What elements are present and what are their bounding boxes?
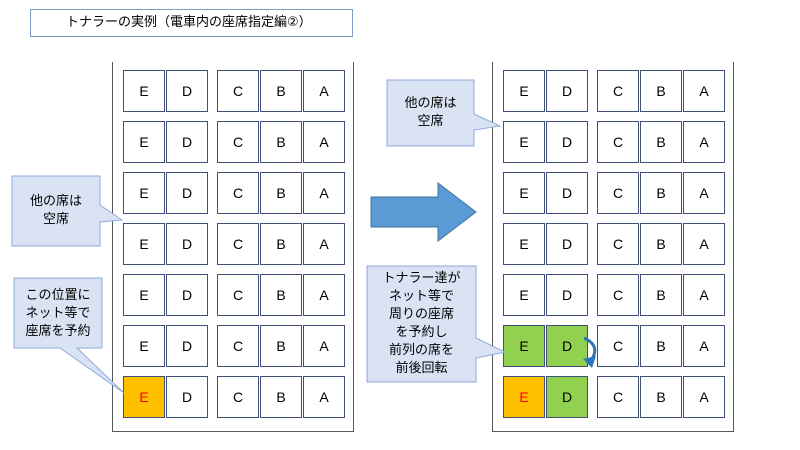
seat-d: D xyxy=(546,70,588,112)
seat-d: D xyxy=(546,325,588,367)
seat-b: B xyxy=(640,121,682,163)
seat-a: A xyxy=(683,376,725,418)
seat-d: D xyxy=(546,223,588,265)
transition-arrow-icon xyxy=(370,181,477,243)
seat-b: B xyxy=(260,121,302,163)
seat-d: D xyxy=(166,70,208,112)
left-train-car xyxy=(112,62,354,432)
callout-right-other-label: 他の席は 空席 xyxy=(404,96,457,129)
seat-c: C xyxy=(597,121,639,163)
seat-d: D xyxy=(166,172,208,214)
seat-c: C xyxy=(217,172,259,214)
seat-c: C xyxy=(597,172,639,214)
seat-a: A xyxy=(303,274,345,316)
seat-d: D xyxy=(166,274,208,316)
seat-a: A xyxy=(683,172,725,214)
seat-b: B xyxy=(640,172,682,214)
seat-e: E xyxy=(123,274,165,316)
seat-b: B xyxy=(640,70,682,112)
callout-right-other-text: 他の席は 空席 xyxy=(387,95,474,131)
seat-e: E xyxy=(123,172,165,214)
seat-e: E xyxy=(123,325,165,367)
seat-d: D xyxy=(546,274,588,316)
seat-c: C xyxy=(597,325,639,367)
seat-e: E xyxy=(503,121,545,163)
seat-e: E xyxy=(503,274,545,316)
callout-left-other-label: 他の席は 空席 xyxy=(29,194,82,227)
callout-left-reserved-label: この位置に ネット等で 座席を予約 xyxy=(25,288,91,339)
seat-d: D xyxy=(166,223,208,265)
callout-right-tonara-text: トナラー達が ネット等で 周りの座席 を予約し 前列の席を 前後回転 xyxy=(367,270,476,378)
seat-c: C xyxy=(597,223,639,265)
seat-d: D xyxy=(166,121,208,163)
seat-a: A xyxy=(683,223,725,265)
seat-b: B xyxy=(260,376,302,418)
seat-b: B xyxy=(640,325,682,367)
seat-b: B xyxy=(260,223,302,265)
seat-a: A xyxy=(683,274,725,316)
seat-c: C xyxy=(217,274,259,316)
callout-left-reserved-text: この位置に ネット等で 座席を予約 xyxy=(14,287,102,341)
seat-d: D xyxy=(166,376,208,418)
seat-c: C xyxy=(217,121,259,163)
seat-c: C xyxy=(217,70,259,112)
page-title-text: トナラーの実例（電車内の座席指定編②） xyxy=(66,15,312,30)
seat-a: A xyxy=(683,121,725,163)
seat-a: A xyxy=(303,325,345,367)
seat-a: A xyxy=(303,172,345,214)
seat-c: C xyxy=(217,376,259,418)
seat-c: C xyxy=(217,325,259,367)
seat-a: A xyxy=(303,376,345,418)
page-title: トナラーの実例（電車内の座席指定編②） xyxy=(30,9,353,37)
seat-a: A xyxy=(683,70,725,112)
seat-b: B xyxy=(260,172,302,214)
seat-a: A xyxy=(303,223,345,265)
seat-c: C xyxy=(597,70,639,112)
seat-e: E xyxy=(503,376,545,418)
seat-e: E xyxy=(503,223,545,265)
seat-d: D xyxy=(546,172,588,214)
seat-b: B xyxy=(640,223,682,265)
right-train-car xyxy=(492,62,734,432)
seat-e: E xyxy=(503,70,545,112)
callout-left-other-text: 他の席は 空席 xyxy=(12,193,100,229)
seat-e: E xyxy=(123,121,165,163)
seat-e: E xyxy=(123,70,165,112)
seat-d: D xyxy=(546,121,588,163)
seat-a: A xyxy=(303,70,345,112)
seat-a: A xyxy=(683,325,725,367)
seat-c: C xyxy=(597,376,639,418)
seat-b: B xyxy=(640,376,682,418)
seat-d: D xyxy=(546,376,588,418)
seat-e: E xyxy=(123,223,165,265)
seat-c: C xyxy=(597,274,639,316)
seat-c: C xyxy=(217,223,259,265)
seat-b: B xyxy=(640,274,682,316)
seat-b: B xyxy=(260,325,302,367)
seat-b: B xyxy=(260,70,302,112)
seat-e: E xyxy=(503,325,545,367)
callout-right-tonara-label: トナラー達が ネット等で 周りの座席 を予約し 前列の席を 前後回転 xyxy=(382,271,461,376)
seat-e: E xyxy=(503,172,545,214)
seat-d: D xyxy=(166,325,208,367)
seat-a: A xyxy=(303,121,345,163)
seat-e: E xyxy=(123,376,165,418)
seat-b: B xyxy=(260,274,302,316)
